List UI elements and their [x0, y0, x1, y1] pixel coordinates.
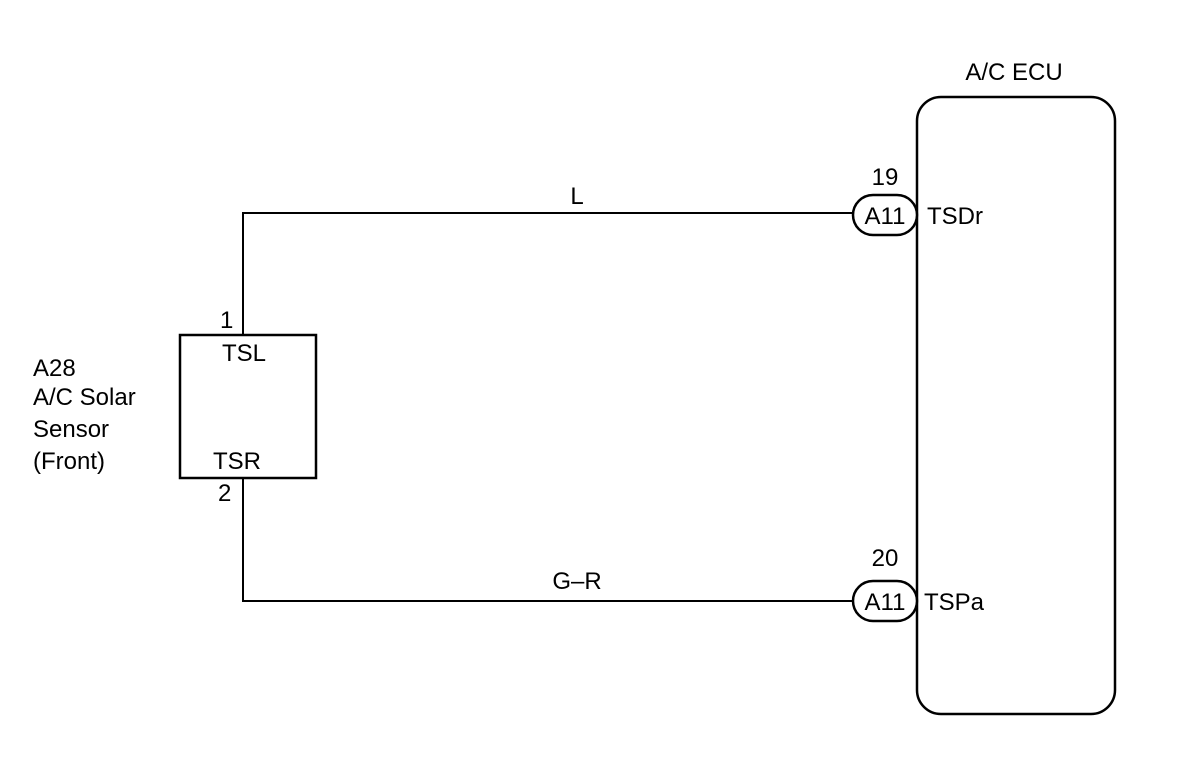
wire-top: L — [242, 183, 855, 335]
wire-bottom-color-code: G–R — [552, 568, 601, 595]
sensor-name-line-3: (Front) — [33, 448, 105, 475]
sensor-box — [178, 333, 318, 480]
sensor-pin-bottom-name: TSR — [213, 448, 261, 475]
ecu-connector-bottom: A11 20 TSPa — [851, 545, 985, 623]
sensor-pin-top-number: 1 — [220, 307, 233, 334]
sensor-code: A28 — [33, 355, 76, 382]
ecu-component: A/C ECU — [915, 59, 1117, 716]
ecu-box — [915, 95, 1117, 716]
wire-bottom-line — [242, 478, 855, 602]
connector-top-oval — [851, 193, 919, 237]
connector-top-code: A11 — [865, 203, 906, 230]
ecu-pin-top-name: TSDr — [927, 203, 983, 230]
connector-bottom-oval — [851, 579, 919, 623]
solar-sensor-component: TSL TSR 1 2 A28 A/C Solar Sensor (Front) — [33, 307, 318, 507]
ecu-pin-bottom-number: 20 — [872, 545, 899, 572]
wire-top-color-code: L — [570, 183, 583, 210]
ecu-connector-top: A11 19 TSDr — [851, 164, 983, 237]
ecu-pin-bottom-name: TSPa — [924, 589, 985, 616]
sensor-name-line-1: A/C Solar — [33, 384, 136, 411]
sensor-name-line-2: Sensor — [33, 416, 109, 443]
connector-bottom-code: A11 — [865, 589, 906, 616]
ecu-pin-top-number: 19 — [872, 164, 899, 191]
ecu-title: A/C ECU — [965, 59, 1062, 86]
wire-top-line — [242, 212, 855, 335]
wire-bottom: G–R — [242, 478, 855, 602]
sensor-pin-top-name: TSL — [222, 340, 266, 367]
sensor-pin-bottom-number: 2 — [218, 480, 231, 507]
